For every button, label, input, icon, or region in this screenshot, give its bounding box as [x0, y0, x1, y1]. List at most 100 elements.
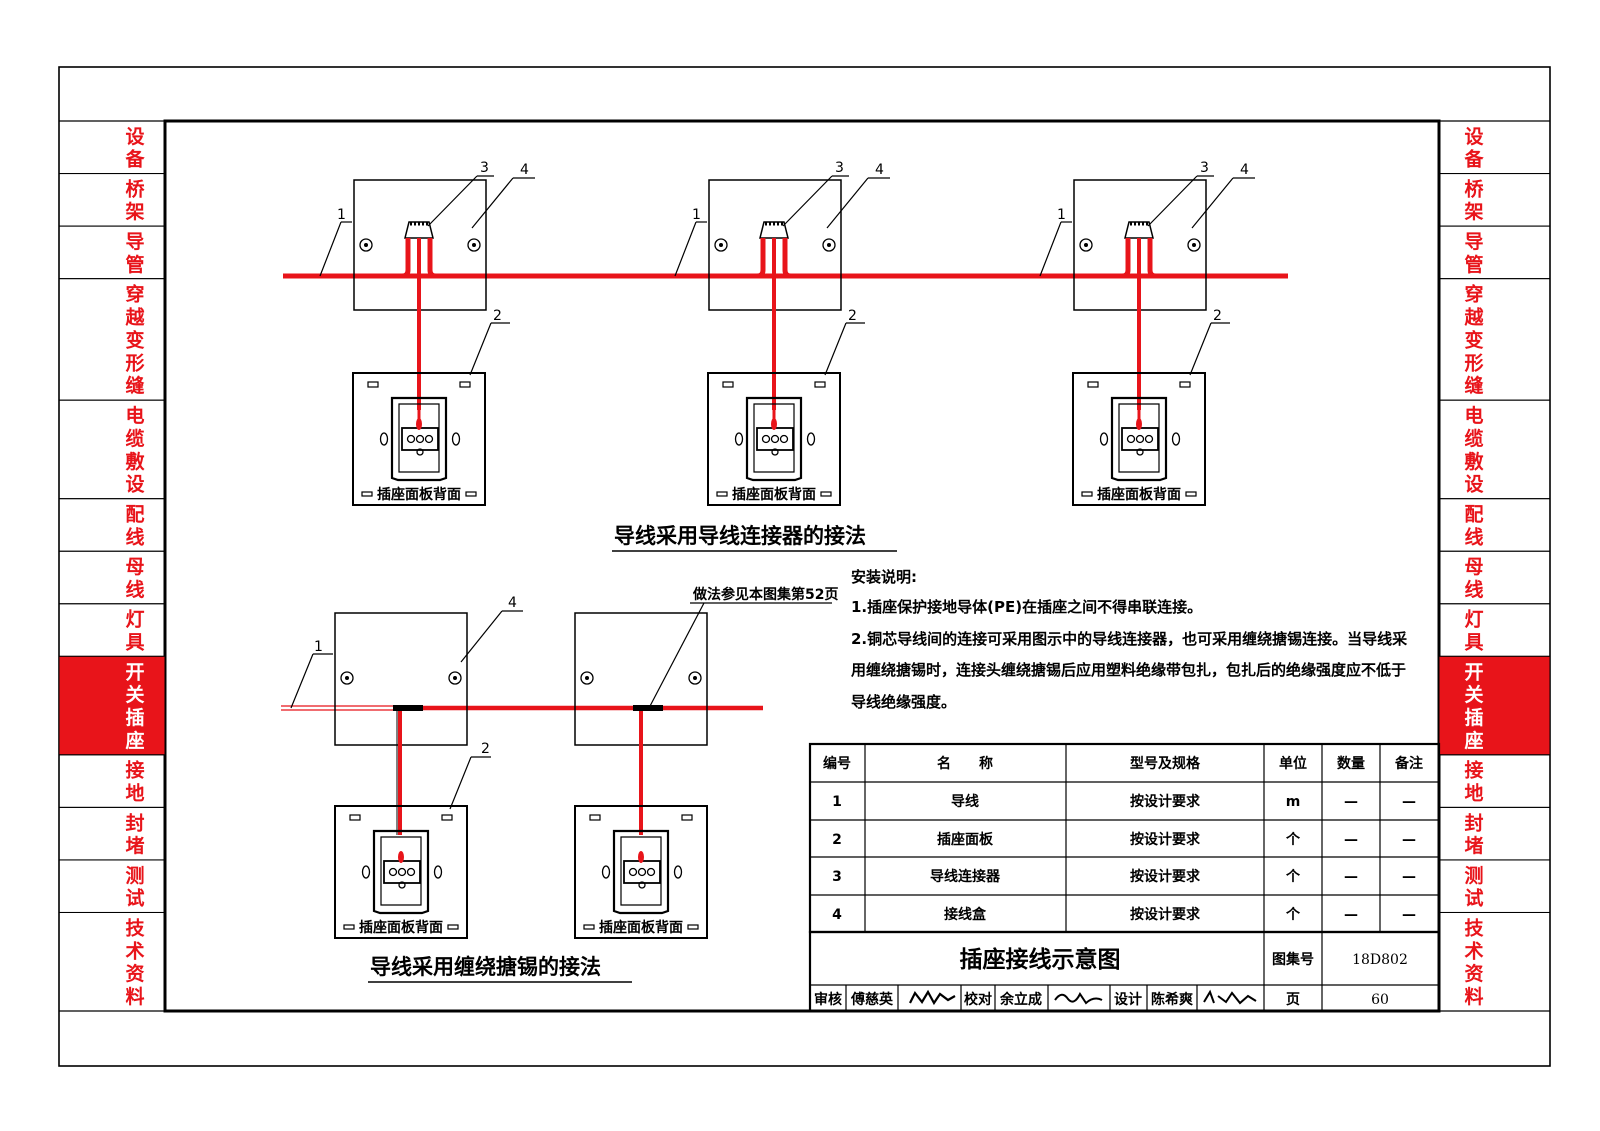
bottom-diagram: 插座面板背面 1 4 2	[281, 586, 838, 983]
side-index-char: 封	[1464, 811, 1483, 834]
callout-2: 2	[1213, 308, 1222, 324]
callout-1: 1	[1057, 207, 1066, 223]
table-cell: 1	[832, 794, 842, 810]
reviewer-signature	[909, 989, 956, 1006]
panel-label: 插座面板背面	[599, 919, 683, 936]
table-cell: 按设计要求	[1130, 868, 1201, 885]
side-index-char: 管	[1464, 253, 1483, 276]
side-index-char: 线	[1464, 578, 1483, 601]
callout-3: 3	[835, 160, 844, 176]
side-index-char: 电	[125, 404, 144, 427]
side-left-item-9[interactable]: 接地	[58, 754, 166, 808]
solder-joint-icon	[633, 705, 663, 711]
side-index-char: 具	[1464, 631, 1483, 653]
table-cell: 接线盒	[944, 906, 987, 923]
side-left-item-10[interactable]: 封堵	[58, 806, 166, 861]
side-right-item-10[interactable]: 封堵	[1438, 806, 1551, 861]
side-index-char: 导	[125, 231, 144, 253]
side-index-char: 开	[125, 661, 144, 683]
table-cell: 3	[832, 869, 842, 885]
drawing-title: 插座接线示意图	[960, 946, 1121, 973]
panel-label: 插座面板背面	[359, 919, 443, 936]
table-cell: 导线	[951, 793, 979, 810]
side-right-item-6[interactable]: 母线	[1438, 550, 1551, 605]
solder-joint-icon	[393, 705, 423, 711]
table-cell: —	[1344, 832, 1358, 848]
side-index-char: 堵	[125, 834, 144, 857]
side-right-item-7[interactable]: 灯具	[1438, 603, 1551, 657]
page-number: 60	[1371, 992, 1389, 1008]
side-index-char: 插	[1464, 707, 1483, 729]
side-index-char: 桥	[1464, 177, 1484, 200]
side-index-char: 越	[124, 305, 145, 328]
atlas-number: 18D802	[1352, 952, 1408, 968]
side-right-item-1[interactable]: 桥架	[1438, 173, 1551, 227]
side-left-item-11[interactable]: 测试	[58, 859, 166, 913]
side-index-char: 试	[125, 888, 144, 910]
side-index-char: 母	[125, 556, 144, 578]
side-index-char: 配	[1464, 504, 1483, 526]
side-index-char: 插	[125, 707, 144, 729]
side-left-item-2[interactable]: 导管	[58, 225, 166, 280]
socket-panel	[574, 805, 708, 939]
title-block: 插座接线示意图 图集号 18D802 页 60 审核 傅慈英 校对 余立成 设计…	[808, 930, 1441, 1013]
junction-unit: 插座面板背面 1 3 4 2	[674, 160, 890, 506]
junction-unit: 插座面板背面 1 3 4 2	[319, 160, 535, 506]
table-header: 型号及规格	[1130, 755, 1201, 772]
table-header: 备注	[1394, 755, 1423, 772]
side-index-char: 关	[125, 683, 144, 706]
table-header: 名 称	[937, 755, 993, 772]
table-cell: 按设计要求	[1130, 793, 1201, 810]
junction-unit: 插座面板背面 1 3 4 2	[1039, 160, 1255, 506]
panel-label: 插座面板背面	[1097, 486, 1181, 503]
note-line-1: 1.插座保护接地导体(PE)在插座之间不得串联连接。	[851, 598, 1202, 616]
table-cell: 2	[832, 832, 842, 848]
table-cell: —	[1344, 907, 1358, 923]
side-right-item-2[interactable]: 导管	[1438, 225, 1551, 280]
table-cell: —	[1344, 869, 1358, 885]
side-index-char: 备	[124, 148, 145, 171]
socket-panel	[334, 805, 468, 939]
note-line-2: 2.铜芯导线间的连接可采用图示中的导线连接器，也可采用缠绕搪锡连接。当导线采	[851, 630, 1408, 648]
side-left-item-5[interactable]: 配线	[58, 498, 166, 552]
side-index-char: 地	[1464, 781, 1483, 804]
side-left-item-6[interactable]: 母线	[58, 550, 166, 605]
side-right-item-11[interactable]: 测试	[1438, 859, 1551, 913]
table-cell: 个	[1285, 906, 1301, 923]
side-index-char: 灯	[125, 609, 144, 631]
side-index-char: 线	[1464, 525, 1483, 548]
table-header: 编号	[823, 755, 851, 772]
top-caption: 导线采用导线连接器的接法	[614, 524, 866, 548]
side-right-item-5[interactable]: 配线	[1438, 498, 1551, 552]
side-index-char: 封	[125, 811, 144, 834]
side-index-char: 线	[125, 525, 144, 548]
side-index-char: 桥	[125, 177, 145, 200]
table-cell: —	[1402, 907, 1416, 923]
side-index-char: 座	[1464, 729, 1483, 752]
side-left-item-7[interactable]: 灯具	[58, 603, 166, 657]
side-index-char: 形	[125, 352, 144, 374]
callout-4: 4	[1240, 162, 1249, 178]
callout-1: 1	[314, 639, 323, 655]
side-index-char: 备	[1463, 148, 1484, 171]
side-index-char: 架	[124, 201, 144, 223]
side-left-item-0[interactable]: 设备	[58, 120, 166, 175]
side-right-item-0[interactable]: 设备	[1438, 120, 1551, 175]
reference-note: 做法参见本图集第52页	[692, 586, 838, 603]
note-line-3: 用缠绕搪锡时，连接头缠绕搪锡后应用塑料绝缘带包扎，包扎后的绝缘强度应不低于	[851, 661, 1406, 679]
side-index-char: 灯	[1464, 609, 1483, 631]
side-left-item-1[interactable]: 桥架	[58, 173, 166, 227]
side-right-item-9[interactable]: 接地	[1438, 754, 1551, 808]
side-index-char: 设	[125, 126, 144, 148]
callout-2: 2	[481, 741, 490, 757]
side-index-char: 敷	[125, 450, 145, 473]
